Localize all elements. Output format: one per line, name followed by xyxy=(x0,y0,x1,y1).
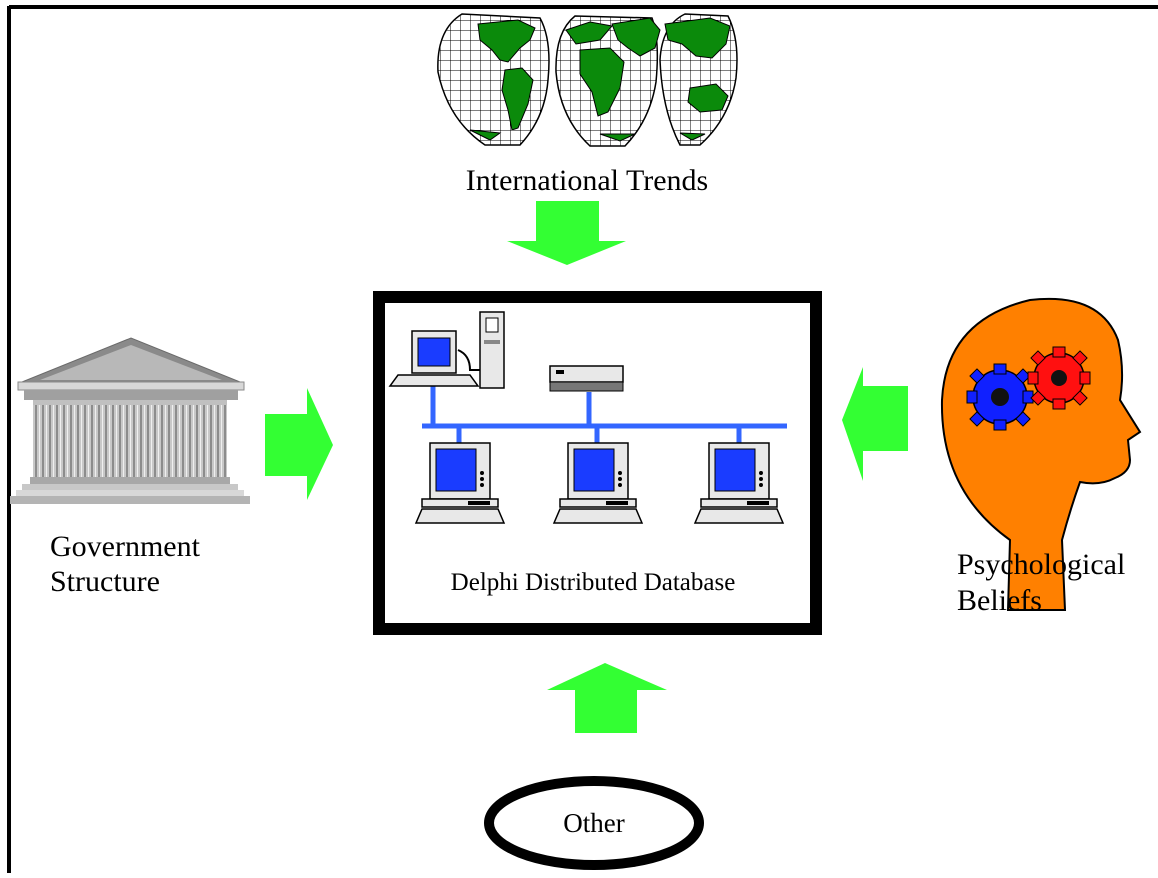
workstation-icon xyxy=(414,442,506,524)
outer-frame xyxy=(7,5,1158,873)
label-other: Other xyxy=(563,808,624,838)
network-device-icon xyxy=(549,365,624,392)
workstation-icon xyxy=(693,442,785,524)
label-center-database: Delphi Distributed Database xyxy=(451,569,736,596)
label-international-trends: International Trends xyxy=(466,164,708,197)
workstation-icon xyxy=(552,442,644,524)
network-lines xyxy=(422,386,787,443)
arrow-right xyxy=(265,388,333,500)
arrow-left xyxy=(842,367,908,481)
world-map-icon xyxy=(437,13,738,147)
temple-icon xyxy=(10,337,250,504)
label-psychological-line1: Psychological xyxy=(957,548,1125,581)
arrow-up xyxy=(547,663,667,733)
gear-right-icon xyxy=(1027,346,1091,410)
label-government-line2: Structure xyxy=(50,565,160,598)
arrow-down xyxy=(507,201,626,265)
gear-left-icon xyxy=(966,363,1034,431)
other-oval xyxy=(484,776,704,870)
label-psychological-line2: Beliefs xyxy=(957,584,1042,617)
server-computer-icon xyxy=(388,311,505,389)
head-with-gears-icon xyxy=(940,297,1142,611)
label-government-line1: Government xyxy=(50,530,201,563)
